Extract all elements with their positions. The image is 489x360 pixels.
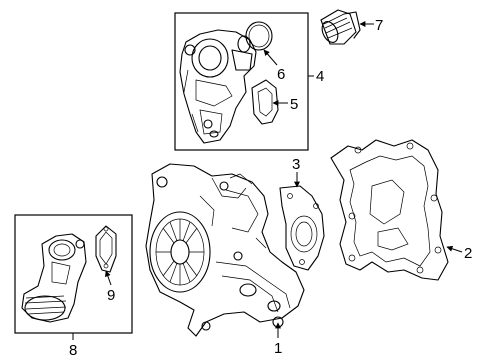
leader-line-6 (263, 49, 278, 66)
thermostat-gasket (251, 79, 279, 125)
callout-5: 5 (290, 96, 298, 113)
callout-6: 6 (277, 66, 285, 83)
leader-line-2 (446, 245, 463, 253)
outlet-pipe (21, 233, 87, 323)
o-ring (245, 21, 273, 51)
thermostat-assembly-group: 6 5 4 (174, 12, 324, 151)
thermostat-assembly-box (174, 12, 309, 151)
hose-connector (320, 9, 361, 45)
callout-8: 8 (69, 342, 77, 359)
callout-3: 3 (292, 156, 300, 173)
callout-7: 7 (375, 17, 383, 34)
timing-cover-gasket (330, 139, 449, 281)
thermostat-housing (179, 29, 257, 144)
water-pump (145, 163, 305, 337)
callout-9: 9 (107, 287, 115, 304)
outlet-pipe-group: 9 8 (14, 214, 133, 359)
callout-4: 4 (316, 68, 324, 85)
outlet-gasket (95, 225, 117, 273)
leader-line-9 (104, 270, 112, 286)
callout-1: 1 (274, 340, 282, 357)
callout-2: 2 (464, 245, 472, 262)
water-pump-gasket (279, 185, 325, 271)
